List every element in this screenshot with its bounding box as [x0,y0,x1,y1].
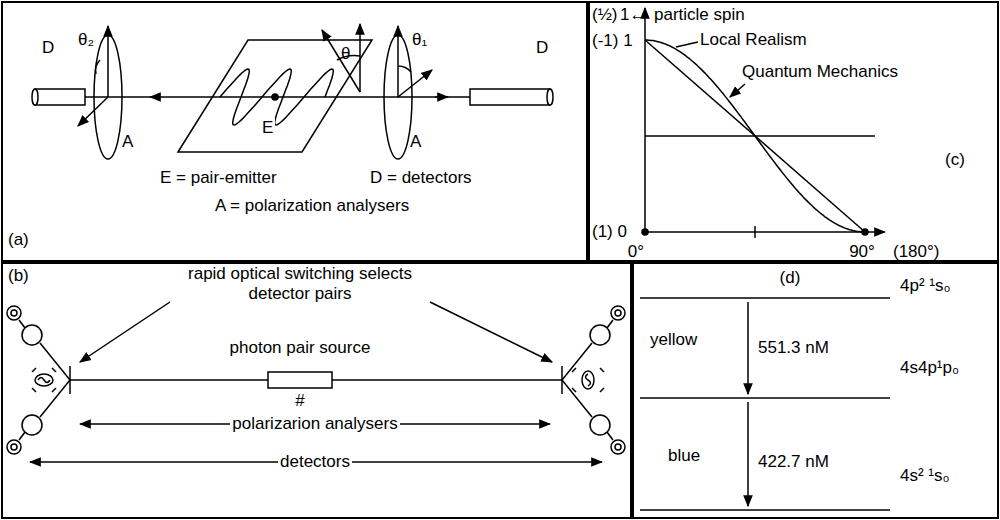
panel-b: (b) rapid optical switching selects detec… [1,262,632,519]
path-stroke [32,368,56,392]
panel-label: A = polarization analysers [215,196,409,216]
line-stroke [398,70,432,97]
line-stroke [19,320,25,328]
path-stroke [38,378,50,383]
line-stroke [107,26,109,97]
panel-label: (180°) [893,242,939,262]
line-stroke [640,297,890,299]
line-stroke [730,84,745,97]
ellipse-stroke [32,89,38,105]
rect-stroke [470,89,550,105]
panel-label: blue [668,446,700,466]
line-stroke [80,302,170,362]
panel-label: (a) [8,230,29,250]
panel-label: Quantum Mechanics [742,62,898,82]
panel-label: Local Realism [700,30,807,50]
line-stroke [607,432,613,440]
panel-label: 551.3 nM [758,338,829,358]
panel-label: 4s² ¹s₀ [900,466,950,486]
panel-label: θ [341,44,350,64]
panel-c: (½)1← particle spin (-1) 1 Local RealismQua… [588,1,999,262]
line-stroke [640,397,890,399]
polygon-stroke [178,40,372,152]
panel-label: E [260,118,275,138]
panel-label: 1← [620,5,646,25]
line-stroke [19,432,25,440]
circle-stroke [11,444,17,450]
line-stroke [676,42,698,47]
panel-label: 4s4p¹p₀ [900,358,959,378]
line-stroke [754,226,756,238]
panel-d: (d) 4p² ¹s₀ yellow 551.3 nM 4s4p¹p₀ blue 422.7… [632,262,999,519]
circle-stroke [642,229,648,235]
circle-stroke [7,306,21,320]
panel-label: D [42,38,54,58]
panel-label: yellow [650,330,697,350]
panel-label: D = detectors [370,168,472,188]
panel-label: θ₁ [412,30,427,50]
panel-label: photon pair source [230,338,371,358]
line-stroke [607,320,613,328]
line-stroke [150,96,160,98]
rect-stroke [268,372,332,388]
circle-stroke [611,440,625,454]
line-stroke [430,302,552,362]
circle-stroke [615,444,621,450]
panel-label: A [122,132,133,152]
panel-label: (½) [592,5,618,25]
ellipse-stroke [35,374,53,386]
line-stroke [359,24,361,92]
circle-stroke [272,94,278,100]
line-stroke [562,380,592,417]
line-stroke [397,26,399,97]
path-stroke [96,60,101,74]
path-stroke [572,368,604,392]
panel-label: 0° [628,242,644,262]
line-stroke [747,302,749,394]
panel-label: # [295,391,304,411]
panel-label: E = pair-emitter [160,168,277,188]
circle-stroke [611,306,625,320]
panel-label: (d) [780,268,801,288]
circle-stroke [11,310,17,316]
panel-label: (-1) 1 [592,31,633,51]
line-stroke [644,8,646,232]
panel-label: 4p² ¹s₀ [900,276,951,296]
line-stroke [640,509,890,511]
panel-label: D [536,38,548,58]
path-stroke [398,66,411,72]
panel-label: A [410,132,421,152]
rect-stroke [35,89,85,105]
line-stroke [747,402,749,506]
line-stroke [78,97,108,126]
panel-label: polarizarion analysers [230,414,399,434]
line-stroke [645,231,885,233]
panel-label: 90° [849,242,875,262]
panel-label: particle spin [654,5,745,25]
panel-label: 422.7 nM [758,452,829,472]
circle-stroke [7,440,21,454]
line-stroke [435,96,448,98]
path-stroke [586,374,591,386]
panel-label: detectors [278,452,352,472]
g-stroke [7,8,890,510]
line-stroke [322,30,360,92]
panel-label: rapid optical switching selects detector… [160,264,440,304]
panel-label: (b) [8,266,29,286]
ellipse-stroke [547,89,553,105]
panel-a: Dθ₂ θ θ₁ D A E A E = pair-emitter D = detectorsA… [1,1,588,262]
panel-label: (1) 0 [592,222,627,242]
path-stroke [220,69,333,125]
panel-label: (c) [945,150,965,170]
circle-stroke [615,310,621,316]
panel-label: θ₂ [78,30,94,50]
ellipse-stroke [582,371,594,389]
line-stroke [645,135,875,137]
